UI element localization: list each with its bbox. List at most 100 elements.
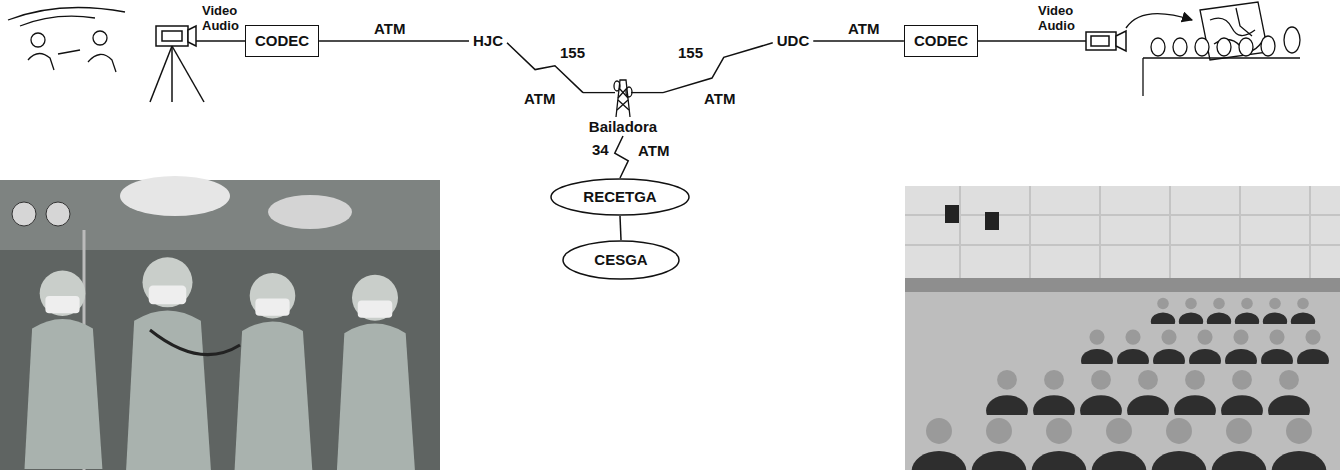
map-sheet (1200, 2, 1268, 60)
camera-window (1091, 36, 1109, 46)
node-text: CODEC (914, 32, 968, 50)
audience-person (1235, 298, 1259, 331)
dish (614, 81, 620, 91)
node-text: UDC (777, 32, 810, 50)
node-text: CESGA (594, 251, 647, 269)
video-wire (977, 40, 1086, 42)
audience-sketch (1143, 27, 1300, 96)
head (1151, 38, 1165, 56)
camera-body (1086, 32, 1116, 50)
network-ellipse: RECETGA (550, 178, 690, 216)
audience-person (1174, 370, 1216, 426)
audience-person (1189, 330, 1221, 373)
node-text: RECETGA (583, 188, 656, 206)
map-sketch (1200, 2, 1268, 60)
edge-label: 155 (676, 44, 705, 62)
surgeon-figure (235, 273, 313, 470)
camera-lens (1116, 31, 1126, 51)
node-text: HJC (473, 32, 503, 50)
codec-box: CODEC (245, 25, 319, 57)
edge-label: 155 (558, 44, 587, 62)
audience-person (1212, 418, 1267, 470)
tripod-leg (171, 46, 173, 102)
edge-label: 34 (590, 141, 611, 159)
video-wire (196, 40, 245, 42)
camera-symbol (150, 26, 204, 102)
head (1239, 38, 1253, 56)
link-stub (631, 92, 663, 93)
audience-person (1207, 298, 1231, 331)
audience-person (1297, 330, 1329, 373)
network-link (620, 216, 621, 240)
lamp-arc (8, 8, 125, 21)
radio-link (663, 43, 773, 93)
endoscope-cable (150, 330, 240, 355)
wall-clock (12, 202, 36, 226)
codec-box: CODEC (904, 25, 978, 57)
tripod-leg (150, 46, 172, 102)
head (1217, 38, 1231, 56)
audience-person (1268, 370, 1310, 426)
audience-person (1225, 330, 1257, 373)
audience-person (912, 418, 967, 470)
spotlight (985, 212, 999, 230)
surgical-lamp (268, 195, 352, 229)
spotlight (945, 205, 959, 223)
link-stub (583, 92, 615, 93)
audience-person (1092, 418, 1147, 470)
audience-person (1032, 418, 1087, 470)
site-node: UDC (773, 32, 814, 50)
head (1261, 36, 1275, 56)
audience-person (1033, 370, 1075, 426)
audience-person (1117, 330, 1149, 373)
relay-tower-node: Bailadora (583, 74, 663, 136)
tower-lattice (617, 88, 629, 110)
antenna-tower-symbol (583, 74, 663, 118)
atm-link (813, 40, 904, 42)
signal-label: Video Audio (200, 3, 241, 33)
audience-person (1153, 330, 1185, 373)
audience-person (1081, 330, 1113, 373)
surgeon-figure (25, 270, 103, 469)
photo-ceiling (905, 186, 1340, 278)
stage-line (1143, 58, 1300, 96)
link-type-label: ATM (702, 90, 737, 108)
link-type-label: ATM (636, 142, 671, 160)
audience-person (1221, 370, 1263, 426)
ellipse-shape (563, 241, 679, 279)
body (28, 53, 54, 70)
audience-person (1151, 298, 1175, 331)
audience-person (1179, 298, 1203, 331)
audience-person (1263, 298, 1287, 331)
auditorium-photo (905, 186, 1340, 470)
audience-person (1152, 418, 1207, 470)
atm-link (319, 40, 469, 42)
audience-person (1261, 330, 1293, 373)
link-type-label: ATM (522, 90, 557, 108)
audience-person (986, 370, 1028, 426)
ellipse-shape (551, 179, 689, 215)
site-node: HJC (469, 32, 507, 50)
node-text: CODEC (255, 32, 309, 50)
surgeon-figure (126, 257, 211, 470)
head (1195, 38, 1209, 56)
surgeon-figure (337, 275, 416, 470)
audience-person (972, 418, 1027, 470)
audience-person (1127, 370, 1169, 426)
audience-person (1291, 298, 1315, 331)
head (1173, 38, 1187, 56)
tripod-leg (172, 46, 204, 102)
signal-label: Video Audio (1036, 3, 1077, 33)
ceiling-grid (905, 186, 1340, 278)
projection-arrow (1126, 14, 1192, 28)
tower-frame (616, 80, 630, 117)
balcony-band (905, 278, 1340, 292)
radio-link (615, 136, 628, 178)
camera-lens (188, 26, 196, 46)
map-line (1236, 8, 1252, 36)
wall-clock (46, 202, 70, 226)
edge-label: ATM (846, 20, 881, 38)
